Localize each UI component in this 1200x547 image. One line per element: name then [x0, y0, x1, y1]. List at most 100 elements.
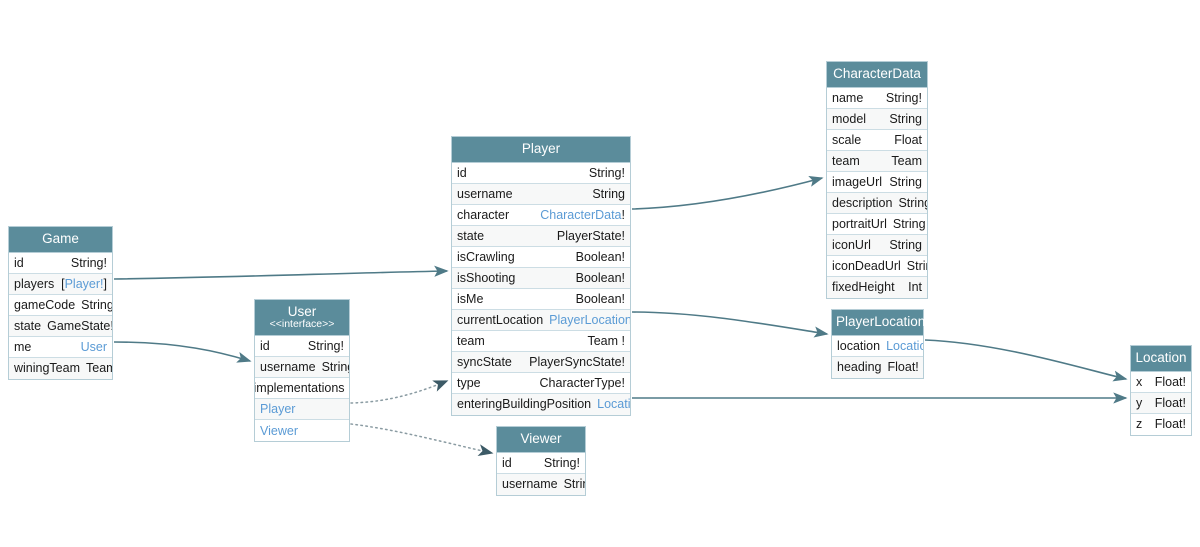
field-type-link[interactable]: User: [80, 339, 107, 354]
field-row[interactable]: id String!: [497, 452, 585, 474]
field-type: Boolean!: [575, 270, 625, 285]
field-name: id: [502, 455, 512, 470]
field-type: User: [81, 340, 107, 354]
edge-playerlocation-location-to-location: [924, 339, 1128, 382]
field-type: PlayerSyncState!: [529, 354, 625, 369]
field-name: currentLocation: [457, 312, 544, 327]
field-type: Float!: [887, 360, 919, 375]
entity-title: Game: [42, 231, 79, 246]
field-type-link[interactable]: CharacterData: [540, 207, 622, 222]
entity-title: CharacterData: [833, 66, 921, 81]
field-name: username: [457, 186, 513, 201]
field-name: fixedHeight: [832, 280, 895, 295]
field-name: Viewer: [260, 423, 298, 438]
field-type: String: [889, 174, 922, 189]
field-row[interactable]: character CharacterData!: [452, 204, 630, 226]
entity-title: Location: [1135, 350, 1187, 365]
field-type-link[interactable]: Location: [597, 397, 630, 412]
field-row[interactable]: state GameState!: [9, 315, 112, 337]
edge-user-viewer-implementation: [350, 423, 494, 457]
field-row[interactable]: heading Float!: [832, 356, 923, 378]
field-type: Float: [894, 132, 922, 147]
field-name: character: [457, 207, 510, 222]
field-row[interactable]: iconDeadUrlString: [827, 255, 927, 277]
field-name: description: [832, 195, 893, 210]
field-type: String!: [885, 90, 922, 105]
field-type: Team !: [587, 333, 625, 348]
field-type: Float!: [1154, 417, 1186, 432]
field-name: winingTeam: [14, 361, 81, 376]
field-name: implementations: [255, 381, 345, 396]
field-row[interactable]: z Float!: [1131, 413, 1191, 435]
field-type: String!: [588, 165, 625, 180]
field-name: state: [14, 318, 42, 333]
field-type: String: [563, 477, 585, 492]
field-row[interactable]: state PlayerState!: [452, 225, 630, 247]
field-row[interactable]: Player: [255, 399, 349, 421]
field-row[interactable]: team Team !: [452, 330, 630, 352]
field-type: PlayerState!: [556, 228, 625, 243]
field-name: imageUrl: [832, 174, 883, 189]
field-row[interactable]: gameCodeString!: [9, 294, 112, 316]
field-row[interactable]: descriptionString: [827, 192, 927, 214]
field-name: z: [1136, 417, 1143, 432]
field-type-link[interactable]: PlayerLocation: [549, 312, 630, 327]
field-type: String!: [543, 455, 580, 470]
field-row[interactable]: players[Player!]: [9, 273, 112, 295]
nonnull-marker: !: [621, 207, 625, 222]
field-name: team: [457, 333, 485, 348]
field-row[interactable]: enteringBuildingPositionLocation: [452, 393, 630, 415]
field-row[interactable]: locationLocation!: [832, 335, 923, 357]
entity-title: PlayerLocation: [836, 314, 926, 329]
field-type-link[interactable]: Location: [886, 338, 923, 353]
field-type: Team: [891, 153, 922, 168]
entity-user[interactable]: User<<interface>>idString!usernameString…: [254, 299, 350, 443]
field-row[interactable]: implementations: [255, 378, 349, 400]
field-type: Location: [597, 397, 630, 411]
field-name: heading: [837, 360, 882, 375]
entity-header-viewer: Viewer: [497, 427, 585, 453]
nonnull-marker: !: [100, 276, 104, 291]
field-type-link-inner[interactable]: Player: [64, 276, 101, 291]
edge-player-currentlocation-to-playerlocation: [631, 311, 829, 338]
field-row[interactable]: imageUrl String: [827, 171, 927, 193]
field-name: Player: [260, 402, 296, 417]
field-name: state: [457, 228, 485, 243]
entity-playerlocation[interactable]: PlayerLocation locationLocation! heading Fl…: [831, 309, 926, 379]
edge-player-character-to-characterdata: [631, 175, 824, 210]
field-type: GameState!: [47, 318, 112, 333]
field-name: players: [14, 276, 55, 291]
field-type: Float!: [1154, 395, 1186, 410]
entity-header-user: User<<interface>>: [255, 300, 349, 337]
field-type: String: [889, 237, 922, 252]
field-row[interactable]: Viewer: [255, 420, 349, 442]
